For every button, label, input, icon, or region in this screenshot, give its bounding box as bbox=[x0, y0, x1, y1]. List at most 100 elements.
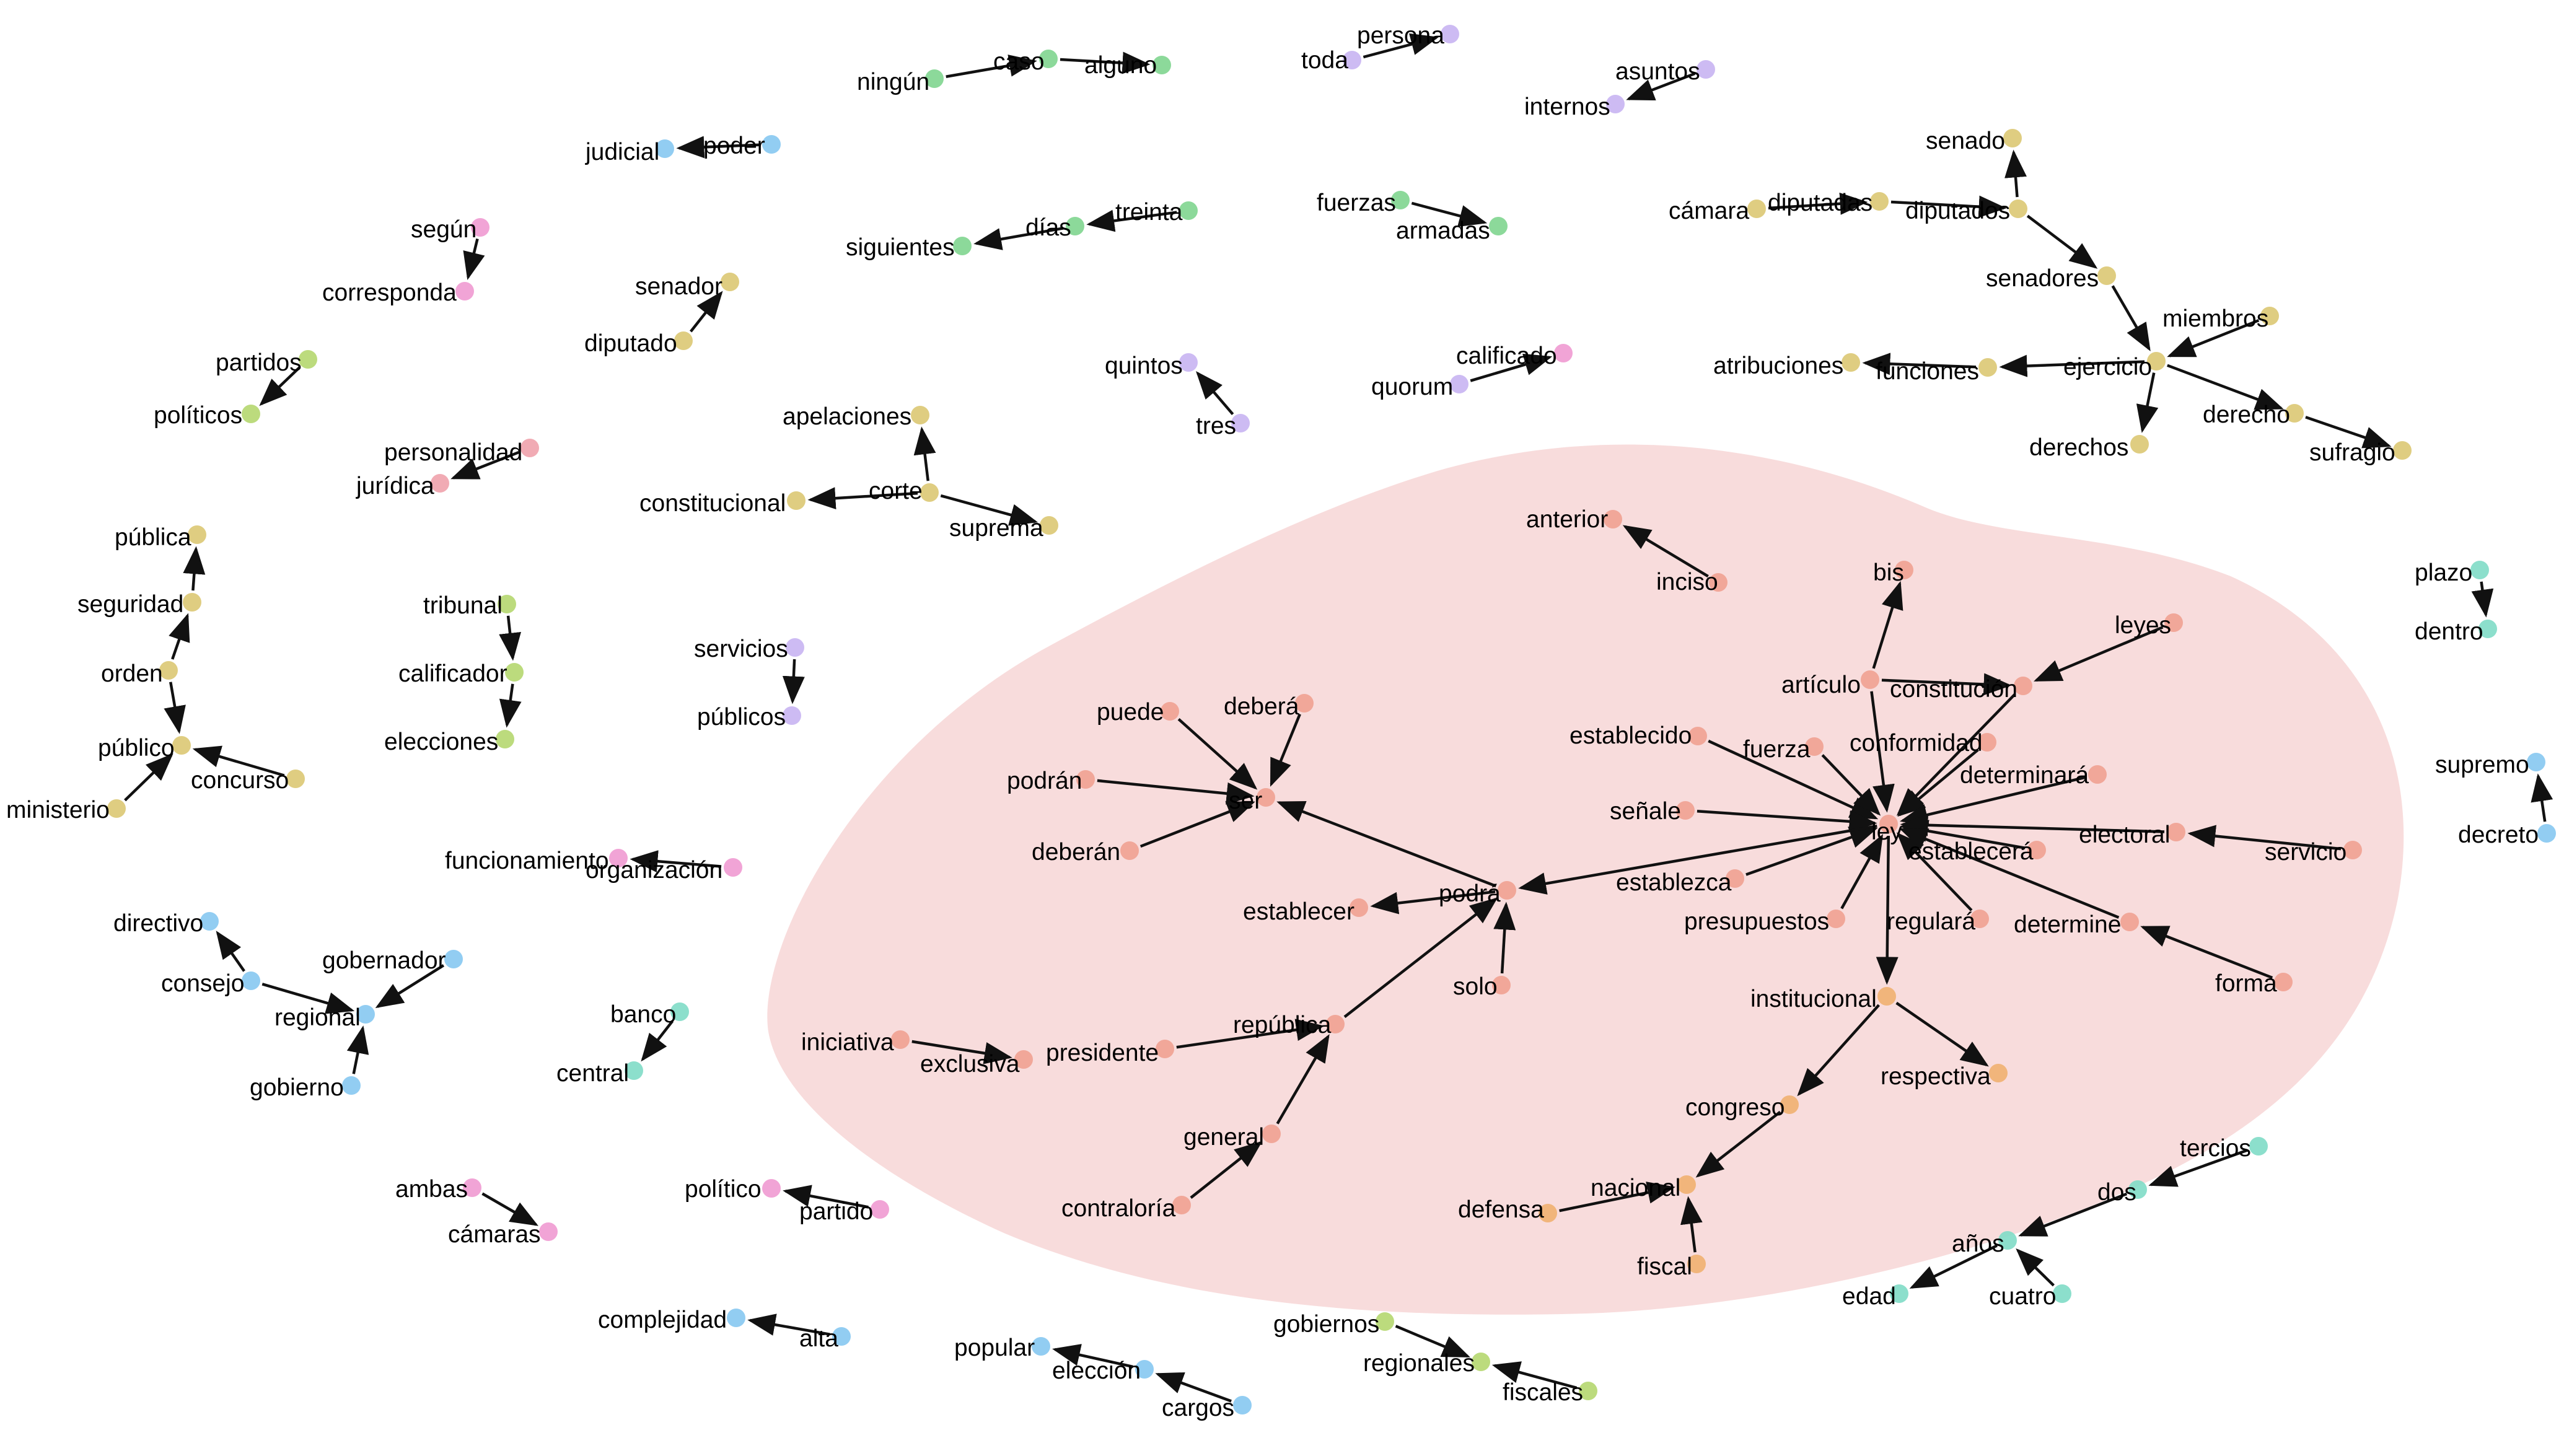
node-ejercicio[interactable] bbox=[2147, 352, 2166, 371]
node-debera[interactable] bbox=[1295, 694, 1314, 713]
node-partido[interactable] bbox=[871, 1200, 889, 1219]
node-diputado[interactable] bbox=[674, 331, 693, 350]
node-tribunal[interactable] bbox=[498, 595, 516, 613]
node-fiscal[interactable] bbox=[1687, 1255, 1706, 1273]
node-directivo[interactable] bbox=[200, 912, 219, 931]
node-inciso[interactable] bbox=[1709, 573, 1728, 592]
node-establecido[interactable] bbox=[1688, 727, 1707, 745]
node-politico[interactable] bbox=[762, 1179, 781, 1198]
node-elecciones[interactable] bbox=[496, 730, 514, 748]
node-regional[interactable] bbox=[356, 1005, 375, 1024]
node-gobernador[interactable] bbox=[444, 950, 463, 968]
node-poder[interactable] bbox=[762, 135, 781, 154]
node-alguno[interactable] bbox=[1152, 56, 1171, 74]
node-alta[interactable] bbox=[832, 1327, 851, 1346]
node-seguridad[interactable] bbox=[183, 593, 201, 612]
node-apelaciones[interactable] bbox=[911, 406, 929, 424]
node-ministerio[interactable] bbox=[107, 799, 126, 818]
node-eleccion[interactable] bbox=[1135, 1360, 1154, 1379]
node-ningun[interactable] bbox=[925, 69, 944, 88]
node-senador[interactable] bbox=[721, 273, 739, 291]
node-regulara[interactable] bbox=[1970, 910, 1989, 928]
node-partidos[interactable] bbox=[299, 350, 317, 369]
node-decreto[interactable] bbox=[2537, 824, 2556, 843]
node-iniciativa[interactable] bbox=[891, 1030, 910, 1049]
node-diputadas[interactable] bbox=[1870, 192, 1889, 211]
node-senale[interactable] bbox=[1676, 801, 1695, 820]
node-gobierno[interactable] bbox=[342, 1076, 361, 1095]
node-deberan[interactable] bbox=[1120, 841, 1139, 860]
node-edad[interactable] bbox=[1890, 1284, 1908, 1303]
node-personalidad[interactable] bbox=[520, 439, 539, 457]
node-toda[interactable] bbox=[1343, 51, 1361, 69]
node-servicios[interactable] bbox=[786, 638, 804, 657]
node-determine[interactable] bbox=[2120, 913, 2139, 931]
node-fuerza[interactable] bbox=[1805, 737, 1824, 756]
node-fuerzas[interactable] bbox=[1391, 191, 1410, 209]
node-podra[interactable] bbox=[1498, 881, 1516, 900]
node-funcionamiento[interactable] bbox=[609, 849, 628, 867]
node-cargos[interactable] bbox=[1233, 1396, 1252, 1414]
node-solo[interactable] bbox=[1492, 976, 1511, 994]
node-quintos[interactable] bbox=[1179, 353, 1198, 372]
node-publica[interactable] bbox=[188, 525, 206, 544]
node-supremo[interactable] bbox=[2527, 753, 2545, 771]
node-funciones[interactable] bbox=[1978, 358, 1997, 377]
node-ser[interactable] bbox=[1257, 788, 1275, 807]
node-senadores[interactable] bbox=[2097, 266, 2116, 285]
node-defensa[interactable] bbox=[1539, 1204, 1557, 1222]
node-plazo[interactable] bbox=[2470, 561, 2489, 579]
node-respectiva[interactable] bbox=[1989, 1064, 2008, 1082]
node-miembros[interactable] bbox=[2260, 307, 2279, 325]
node-ambas[interactable] bbox=[463, 1178, 481, 1197]
node-juridica[interactable] bbox=[431, 474, 449, 493]
node-electoral[interactable] bbox=[2167, 823, 2185, 841]
node-dias[interactable] bbox=[1066, 217, 1084, 235]
node-concurso[interactable] bbox=[286, 770, 305, 788]
node-servicio[interactable] bbox=[2343, 841, 2362, 859]
node-armadas[interactable] bbox=[1489, 217, 1508, 235]
node-banco[interactable] bbox=[670, 1002, 689, 1021]
node-consejo[interactable] bbox=[242, 971, 260, 990]
node-podran[interactable] bbox=[1076, 770, 1095, 789]
node-treinta[interactable] bbox=[1179, 201, 1198, 220]
node-complejidad[interactable] bbox=[727, 1309, 745, 1327]
node-publico[interactable] bbox=[172, 736, 191, 755]
node-constitucion[interactable] bbox=[2014, 677, 2032, 695]
node-publicos[interactable] bbox=[783, 706, 801, 725]
node-establecer[interactable] bbox=[1350, 898, 1368, 917]
node-exclusiva[interactable] bbox=[1014, 1050, 1033, 1069]
node-central[interactable] bbox=[625, 1061, 643, 1080]
node-tercios[interactable] bbox=[2249, 1137, 2268, 1156]
node-derechos[interactable] bbox=[2130, 435, 2149, 454]
node-derecho[interactable] bbox=[2285, 404, 2304, 423]
node-presupuestos[interactable] bbox=[1827, 910, 1845, 928]
node-calificador[interactable] bbox=[505, 663, 524, 682]
node-suprema[interactable] bbox=[1040, 516, 1058, 535]
node-regionales[interactable] bbox=[1472, 1353, 1490, 1371]
node-anterior[interactable] bbox=[1604, 510, 1622, 528]
node-sufragio[interactable] bbox=[2393, 441, 2412, 460]
node-articulo[interactable] bbox=[1861, 670, 1879, 689]
node-establecera[interactable] bbox=[2027, 841, 2046, 859]
node-general[interactable] bbox=[1262, 1125, 1281, 1143]
node-corresponda[interactable] bbox=[455, 282, 474, 300]
node-camara[interactable] bbox=[1747, 200, 1766, 218]
node-dos[interactable] bbox=[2128, 1180, 2147, 1199]
node-presidente[interactable] bbox=[1156, 1040, 1174, 1058]
node-institucional[interactable] bbox=[1877, 987, 1896, 1006]
node-politicos[interactable] bbox=[242, 405, 260, 423]
node-asuntos[interactable] bbox=[1697, 60, 1715, 79]
node-establezca[interactable] bbox=[1726, 869, 1744, 888]
node-internos[interactable] bbox=[1606, 95, 1625, 113]
node-corte[interactable] bbox=[920, 483, 939, 502]
node-camaras[interactable] bbox=[539, 1222, 558, 1241]
node-bis[interactable] bbox=[1895, 561, 1913, 579]
node-orden[interactable] bbox=[159, 661, 178, 680]
node-dentro[interactable] bbox=[2478, 620, 2497, 638]
node-forma[interactable] bbox=[2274, 973, 2293, 991]
node-segun[interactable] bbox=[471, 218, 490, 237]
node-senado[interactable] bbox=[2003, 129, 2022, 147]
node-fiscales[interactable] bbox=[1579, 1382, 1597, 1400]
node-anos[interactable] bbox=[1998, 1231, 2017, 1250]
